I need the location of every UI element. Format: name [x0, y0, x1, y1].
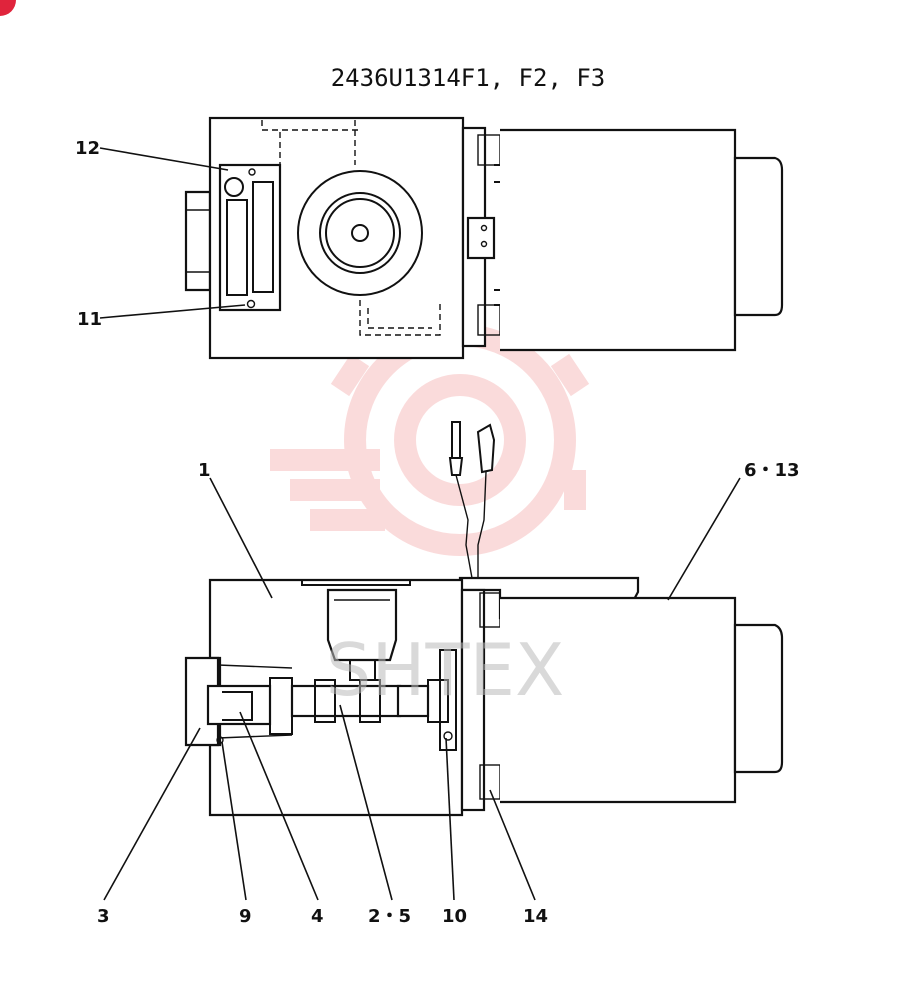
callout-9: 9 — [239, 906, 252, 927]
top-view — [184, 116, 784, 360]
port-circle-outer — [297, 170, 423, 296]
callout-3: 3 — [97, 906, 110, 927]
callout-10: 10 — [442, 906, 467, 927]
callout-12: 12 — [75, 138, 100, 159]
spool — [290, 684, 402, 718]
diagram-title: 2436U1314F1, F2, F3 — [331, 64, 606, 92]
callout-2-5: 2・5 — [368, 906, 411, 927]
side-view — [184, 421, 784, 817]
callout-11: 11 — [77, 309, 102, 330]
solenoid-coil-top — [500, 128, 737, 352]
leader-lines — [99, 147, 741, 901]
callout-1: 1 — [198, 460, 211, 481]
callout-6-13: 6・13 — [744, 460, 800, 481]
corner-badge — [0, 0, 16, 16]
callout-14: 14 — [523, 906, 548, 927]
name-plate — [218, 163, 282, 312]
watermark-text: SHTEX — [326, 628, 565, 712]
callout-4: 4 — [311, 906, 324, 927]
